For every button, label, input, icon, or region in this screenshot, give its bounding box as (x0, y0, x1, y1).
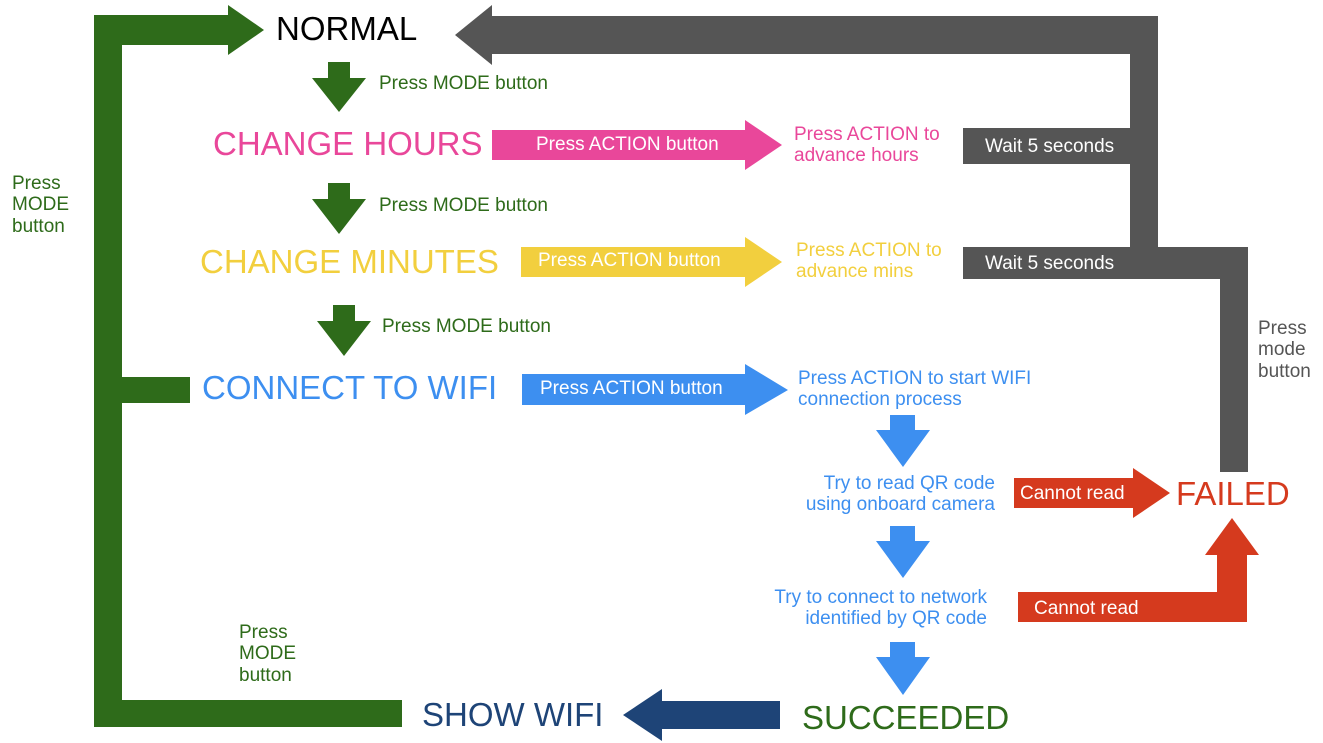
label-press-action-hours: Press ACTION button (536, 134, 719, 155)
label-press-action-mins: Press ACTION button (538, 250, 721, 271)
label-press-mode-2: Press MODE button (379, 195, 548, 216)
fail-arrow-network (1018, 518, 1259, 622)
label-press-mode-right: Press mode button (1258, 318, 1311, 382)
state-connect-wifi: CONNECT TO WIFI (202, 369, 498, 406)
label-wait-5-1: Wait 5 seconds (985, 136, 1115, 157)
label-press-mode-3: Press MODE button (382, 316, 551, 337)
state-normal: NORMAL (276, 10, 418, 47)
timeout-return-arrow (455, 5, 1248, 472)
label-press-mode-bottom: Press MODE button (239, 622, 296, 686)
label-start-wifi: Press ACTION to start WIFI connection pr… (798, 368, 1032, 411)
label-wait-5-2: Wait 5 seconds (985, 253, 1115, 274)
label-press-action-wifi: Press ACTION button (540, 378, 723, 399)
action-arrow-mins (521, 237, 782, 287)
down-arrow-mode-1 (312, 62, 366, 112)
down-arrow-mode-3 (317, 305, 371, 356)
label-cannot-read-1: Cannot read (1020, 483, 1125, 504)
state-failed: FAILED (1176, 475, 1290, 512)
state-change-minutes: CHANGE MINUTES (200, 243, 499, 280)
down-arrow-wifi-1 (876, 415, 930, 467)
label-advance-hours: Press ACTION to advance hours (794, 124, 940, 167)
label-press-mode-left: Press MODE button (12, 173, 69, 237)
mode-loop-arrow (94, 5, 402, 727)
down-arrow-wifi-2 (876, 526, 930, 578)
label-connect-network: Try to connect to network identified by … (774, 587, 987, 630)
down-arrow-mode-2 (312, 183, 366, 234)
label-read-qr: Try to read QR code using onboard camera (805, 473, 995, 516)
succeeded-to-show-wifi-arrow (623, 689, 780, 741)
state-succeeded: SUCCEEDED (802, 699, 1010, 736)
down-arrow-wifi-3 (876, 642, 930, 695)
label-advance-mins: Press ACTION to advance mins (796, 240, 942, 283)
state-change-hours: CHANGE HOURS (213, 125, 483, 162)
fail-arrow-qr (1014, 468, 1170, 518)
state-show-wifi: SHOW WIFI (422, 696, 604, 733)
label-press-mode-1: Press MODE button (379, 73, 548, 94)
action-arrow-wifi (522, 364, 788, 415)
label-cannot-read-2: Cannot read (1034, 598, 1139, 619)
action-arrow-hours (492, 120, 782, 170)
